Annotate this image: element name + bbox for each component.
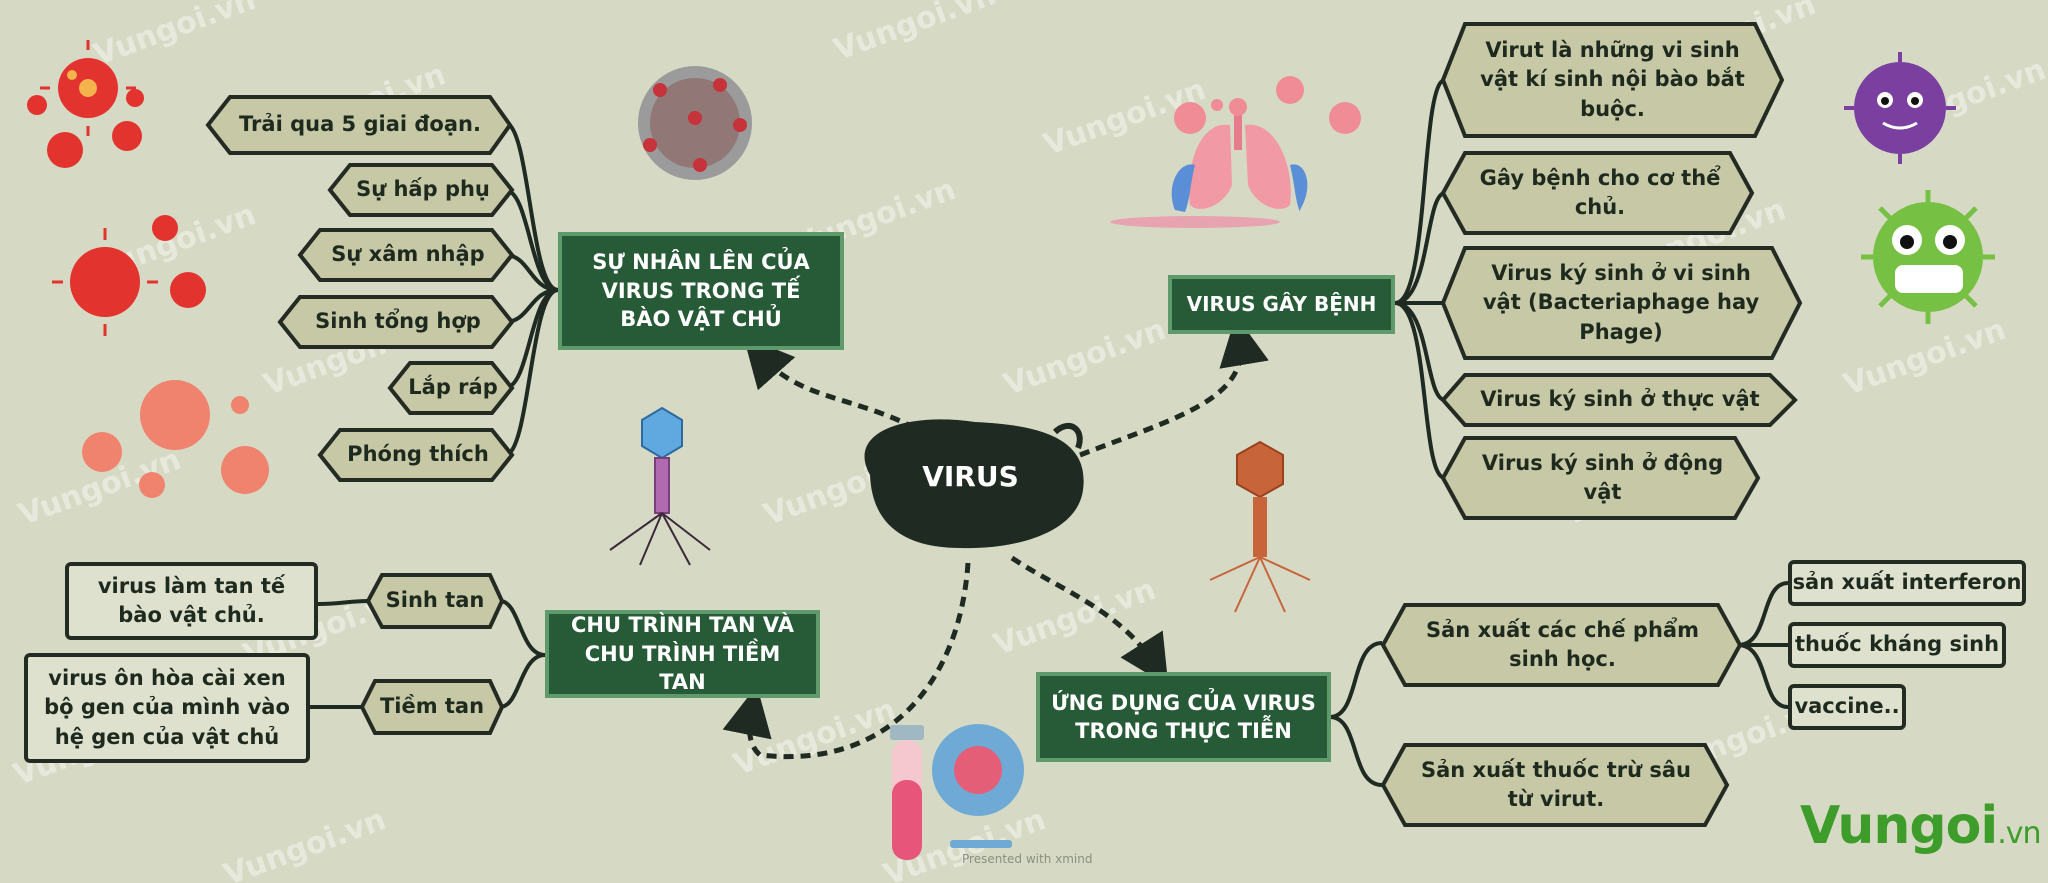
replication-step: Lắp ráp (408, 375, 498, 400)
replication-hex-shapes (205, 95, 515, 482)
arrow-to-cycles (722, 562, 971, 759)
pathogenic-connectors (1394, 78, 1446, 480)
application-bio-products: Sản xuất các chế phẩm sinh học. (1426, 617, 1699, 671)
center-topic-virus: VIRUS (922, 460, 1019, 493)
salmon-virus-illustration (82, 380, 269, 498)
pathogenic-item: Virus ký sinh ở động vật (1481, 450, 1724, 504)
bio-product-item: sản xuất interferon (1788, 560, 2026, 606)
cycle-lytic-detail: virus làm tan tế bào vật chủ. (65, 562, 318, 640)
cycles-connectors (310, 599, 546, 709)
pathogenic-item: Virut là những vi sinh vật kí sinh nội b… (1480, 37, 1745, 121)
topic-cycles: CHU TRÌNH TAN VÀ CHU TRÌNH TIỀM TAN (545, 610, 820, 698)
xmind-credit: Presented with xmind (962, 852, 1093, 866)
topic-replication: SỰ NHÂN LÊN CỦA VIRUS TRONG TẾ BÀO VẬT C… (558, 232, 844, 350)
red-virus-illustration (27, 58, 206, 317)
red-virus-spikes (40, 40, 158, 336)
arrow-to-applications (1010, 555, 1169, 687)
lungs-illustration (1110, 76, 1361, 228)
replication-step: Trải qua 5 giai đoạn. (239, 112, 481, 137)
topic-pathogenic: VIRUS GÂY BỆNH (1168, 275, 1395, 334)
pathogenic-item: Virus ký sinh ở vi sinh vật (Bacteriapha… (1482, 260, 1760, 344)
application-insecticide: Sản xuất thuốc trừ sâu từ virut. (1421, 757, 1691, 811)
pathogenic-hex-shapes (1440, 22, 1803, 520)
replication-connectors (504, 121, 559, 457)
replication-step: Sự xâm nhập (331, 242, 485, 267)
cycle-lysogenic-detail: virus ôn hòa cài xen bộ gen của mình vào… (24, 653, 310, 763)
coronavirus-illustration (638, 66, 752, 180)
arrow-to-pathogenic (1079, 315, 1269, 458)
green-virus-illustration (1861, 190, 1995, 324)
arrow-to-replication (743, 336, 917, 431)
replication-step: Sinh tổng hợp (315, 309, 481, 334)
center-blob (864, 419, 1084, 549)
bacteriophage-illustration (609, 406, 711, 566)
applications-connectors (1329, 581, 1789, 787)
orange-phage-illustration (1209, 440, 1311, 613)
replication-step: Phóng thích (347, 442, 489, 467)
purple-virus-illustration (1844, 52, 1956, 164)
pathogenic-item: Gây bệnh cho cơ thể chủ. (1479, 165, 1721, 219)
bio-product-item: thuốc kháng sinh (1788, 622, 2006, 668)
misc-hex-shapes (359, 573, 1743, 827)
cycle-lytic-label: Sinh tan (385, 588, 485, 613)
topic-applications: ỨNG DỤNG CỦA VIRUS TRONG THỰC TIỄN (1036, 672, 1331, 762)
bio-product-item: vaccine.. (1788, 684, 1906, 730)
vungoi-logo: Vungoi.vn (1800, 796, 2042, 856)
cycle-lysogenic-label: Tiềm tan (379, 694, 485, 719)
pathogenic-item: Virus ký sinh ở thực vật (1480, 387, 1760, 412)
test-tube-illustration (890, 724, 1024, 860)
replication-step: Sự hấp phụ (356, 177, 490, 202)
